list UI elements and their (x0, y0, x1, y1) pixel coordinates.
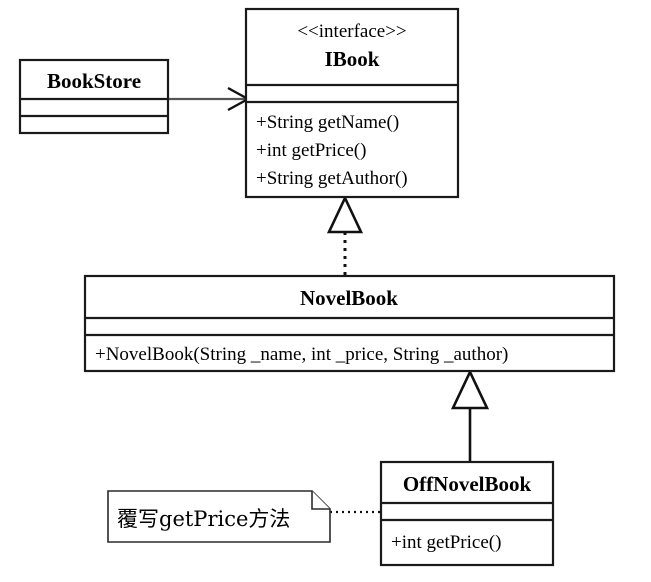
note-override-getprice[interactable]: 覆写getPrice方法 (107, 490, 331, 543)
relation-generalization-offnovelbook-novelbook (450, 368, 490, 463)
class-name-bookstore: BookStore (47, 69, 141, 93)
relation-association-bookstore-ibook (168, 86, 251, 112)
note-text: 覆写getPrice方法 (117, 507, 290, 531)
class-method-novelbook-constructor: +NovelBook(String _name, int _price, Str… (95, 344, 508, 365)
class-method-offnovelbook-getprice: +int getPrice() (391, 532, 501, 553)
relation-realization-novelbook-ibook (326, 194, 364, 276)
class-method-ibook-getprice: +int getPrice() (256, 140, 366, 161)
class-box-bookstore[interactable]: BookStore (18, 58, 170, 135)
class-box-offnovelbook[interactable]: OffNovelBook +int getPrice() (379, 460, 555, 567)
class-name-offnovelbook: OffNovelBook (403, 472, 532, 496)
class-box-novelbook[interactable]: NovelBook +NovelBook(String _name, int _… (83, 274, 616, 373)
class-method-ibook-getname: +String getName() (256, 112, 399, 133)
class-method-ibook-getauthor: +String getAuthor() (256, 168, 408, 189)
class-box-ibook[interactable]: <<interface>> IBook +String getName() +i… (244, 7, 460, 199)
class-name-ibook: IBook (325, 47, 380, 71)
class-stereotype-ibook: <<interface>> (297, 21, 406, 42)
class-name-novelbook: NovelBook (300, 286, 398, 310)
